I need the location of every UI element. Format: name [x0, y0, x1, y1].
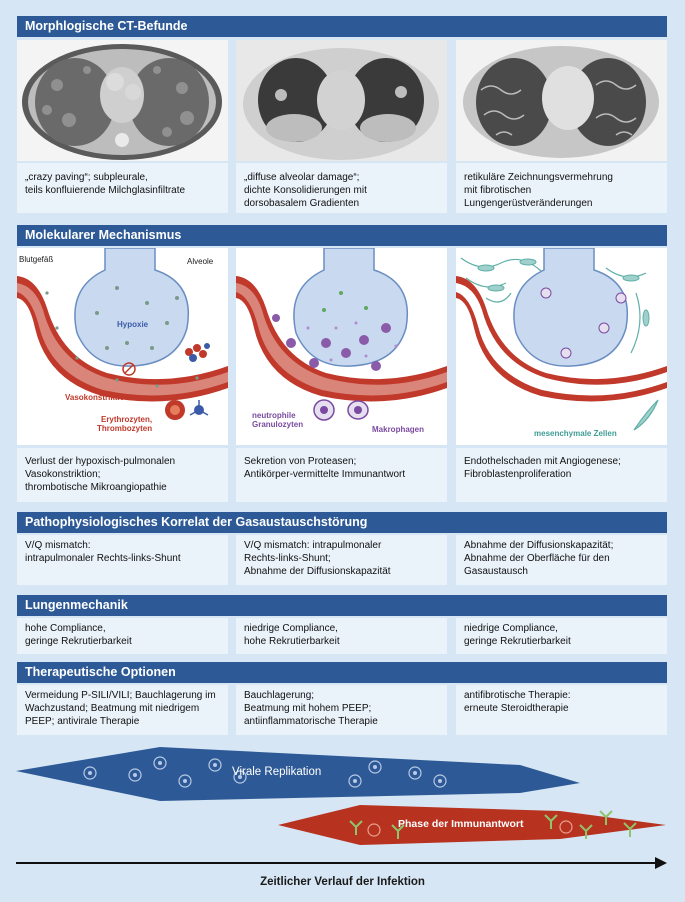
mechanism-caption-2: Sekretion von Proteasen; Antikörper-verm…: [236, 448, 447, 502]
therapy-cell-3: antifibrotische Therapie: erneute Steroi…: [456, 685, 667, 735]
pathophysiology-cell-1: V/Q mismatch: intrapulmonaler Rechts-lin…: [17, 535, 228, 585]
ct-image-diffuse-alveolar-damage: [236, 40, 447, 161]
immune-response-label: Phase der Immunantwort: [398, 818, 524, 830]
section-header-ct: Morphlogische CT-Befunde: [17, 16, 667, 37]
label-hypoxia: Hypoxie: [117, 320, 149, 329]
label-neutrophils: neutrophile Granulozyten: [252, 411, 304, 429]
ct-caption-1: „crazy paving“; subpleurale, teils konfl…: [17, 163, 228, 213]
label-erythrocytes: Erythrozyten, Thrombozyten: [97, 415, 153, 433]
section-header-pathophysiology: Pathophysiologisches Korrelat der Gasaus…: [17, 512, 667, 533]
label-alveole: Alveole: [187, 257, 214, 266]
ct-image-crazy-paving: [17, 40, 228, 161]
section-header-mechanics: Lungenmechanik: [17, 595, 667, 616]
mechanism-panel-immune: neutrophile Granulozyten Makrophagen: [236, 248, 447, 445]
section-header-therapy: Therapeutische Optionen: [17, 662, 667, 683]
therapy-cell-2: Bauchlagerung; Beatmung mit hohem PEEP; …: [236, 685, 447, 735]
therapy-cell-1: Vermeidung P-SILI/VILI; Bauchlagerung im…: [17, 685, 228, 735]
label-vasoconstriction: Vasokonstriktion: [65, 393, 130, 402]
label-macrophages: Makrophagen: [372, 425, 425, 434]
ct-image-fibrotic: [456, 40, 667, 161]
ct-caption-2: „diffuse alveolar damage“; dichte Konsol…: [236, 163, 447, 213]
mechanics-cell-1: hohe Compliance, geringe Rekrutierbarkei…: [17, 618, 228, 654]
mechanism-caption-1: Verlust der hypoxisch-pulmonalen Vasokon…: [17, 448, 228, 502]
mechanism-panel-hypoxia: Blutgefäß Alveole Hypoxie Vasokonstrikti…: [17, 248, 228, 445]
phase-diagram: [16, 747, 667, 869]
label-blood-vessel: Blutgefäß: [19, 255, 54, 264]
pathophysiology-cell-2: V/Q mismatch: intrapulmonaler Rechts-lin…: [236, 535, 447, 585]
viral-replication-label: Virale Replikation: [232, 766, 322, 778]
mechanism-caption-3: Endothelschaden mit Angiogenese; Fibrobl…: [456, 448, 667, 502]
section-header-mechanism: Molekularer Mechanismus: [17, 225, 667, 246]
label-mesenchymal: mesenchymale Zellen: [534, 429, 617, 438]
immune-response-arrow: [278, 805, 666, 845]
mechanics-cell-3: niedrige Compliance, geringe Rekrutierba…: [456, 618, 667, 654]
mechanics-cell-2: niedrige Compliance, hohe Rekrutierbarke…: [236, 618, 447, 654]
pathophysiology-cell-3: Abnahme der Diffusionskapazität; Abnahme…: [456, 535, 667, 585]
timeline-label: Zeitlicher Verlauf der Infektion: [260, 876, 425, 888]
mechanism-panel-fibrosis: mesenchymale Zellen: [456, 248, 667, 445]
ct-caption-3: retikuläre Zeichnungsvermehrung mit fibr…: [456, 163, 667, 213]
